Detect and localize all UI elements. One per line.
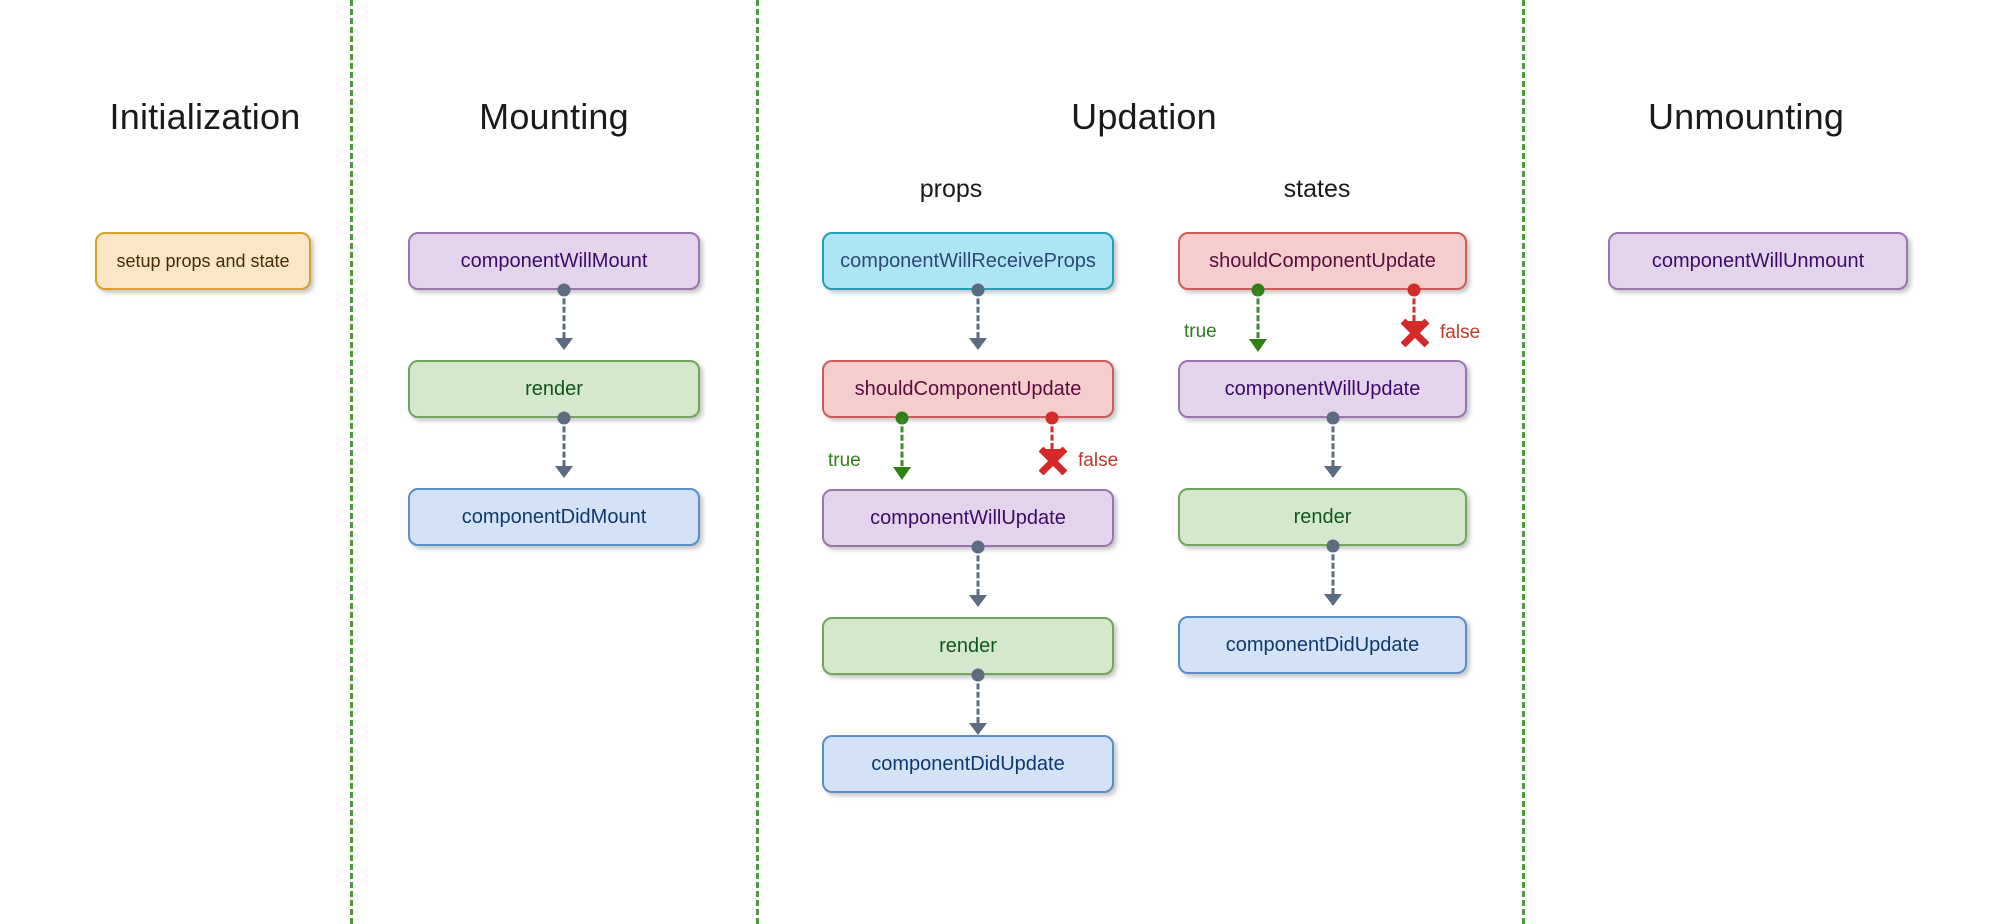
node-component-will-mount[interactable]: componentWillMount — [408, 232, 700, 290]
connector-render-to-did-mount — [554, 411, 574, 478]
connector-stem — [1050, 418, 1054, 449]
column-divider-1 — [350, 0, 353, 924]
node-component-did-update-props[interactable]: componentDidUpdate — [822, 735, 1114, 793]
branch-label-states-true: true — [1184, 321, 1217, 342]
arrowhead-icon — [969, 338, 987, 350]
blocked-x-icon-props — [1036, 444, 1070, 478]
subcolumn-title-props: props — [919, 175, 983, 203]
connector-states-true-branch — [1248, 283, 1268, 352]
connector-stem — [1256, 290, 1260, 338]
arrowhead-icon — [969, 595, 987, 607]
connector-will-update-to-render-props — [968, 540, 988, 607]
connector-stem — [976, 547, 980, 595]
blocked-x-icon-states — [1398, 316, 1432, 350]
arrowhead-icon — [555, 338, 573, 350]
node-component-did-mount[interactable]: componentDidMount — [408, 488, 700, 546]
arrowhead-icon — [1249, 339, 1267, 352]
subcolumn-title-states: states — [1283, 175, 1351, 203]
column-title-unmounting: Unmounting — [1647, 96, 1845, 137]
node-render-props[interactable]: render — [822, 617, 1114, 675]
node-setup-props-and-state[interactable]: setup props and state — [95, 232, 311, 290]
connector-stem — [1331, 418, 1335, 466]
arrowhead-icon — [893, 467, 911, 480]
column-title-initialization: Initialization — [109, 96, 301, 137]
connector-render-to-did-update-props — [968, 668, 988, 735]
node-component-will-update-props[interactable]: componentWillUpdate — [822, 489, 1114, 547]
branch-label-states-false: false — [1440, 322, 1481, 343]
connector-will-mount-to-render — [554, 283, 574, 350]
node-should-component-update-states[interactable]: shouldComponentUpdate — [1178, 232, 1467, 290]
node-should-component-update-props[interactable]: shouldComponentUpdate — [822, 360, 1114, 418]
connector-stem — [900, 418, 904, 466]
arrowhead-icon — [1324, 594, 1342, 606]
connector-render-to-did-update-states — [1323, 539, 1343, 606]
column-title-mounting: Mounting — [479, 96, 629, 137]
connector-stem — [976, 675, 980, 723]
node-render-states[interactable]: render — [1178, 488, 1467, 546]
column-title-updation: Updation — [1071, 96, 1217, 137]
connector-stem — [1331, 546, 1335, 594]
connector-receive-props-to-should-update — [968, 283, 988, 350]
column-divider-3 — [1522, 0, 1525, 924]
connector-stem — [1412, 290, 1416, 321]
branch-label-props-true: true — [828, 450, 861, 471]
node-component-will-unmount[interactable]: componentWillUnmount — [1608, 232, 1908, 290]
node-component-did-update-states[interactable]: componentDidUpdate — [1178, 616, 1467, 674]
arrowhead-icon — [1324, 466, 1342, 478]
column-divider-2 — [756, 0, 759, 924]
arrowhead-icon — [969, 723, 987, 735]
connector-stem — [562, 418, 566, 466]
branch-label-props-false: false — [1078, 450, 1119, 471]
connector-stem — [562, 290, 566, 338]
node-component-will-update-states[interactable]: componentWillUpdate — [1178, 360, 1467, 418]
node-render-mounting[interactable]: render — [408, 360, 700, 418]
arrowhead-icon — [555, 466, 573, 478]
connector-props-true-branch — [892, 411, 912, 480]
connector-will-update-to-render-states — [1323, 411, 1343, 478]
node-component-will-receive-props[interactable]: componentWillReceiveProps — [822, 232, 1114, 290]
connector-stem — [976, 290, 980, 338]
